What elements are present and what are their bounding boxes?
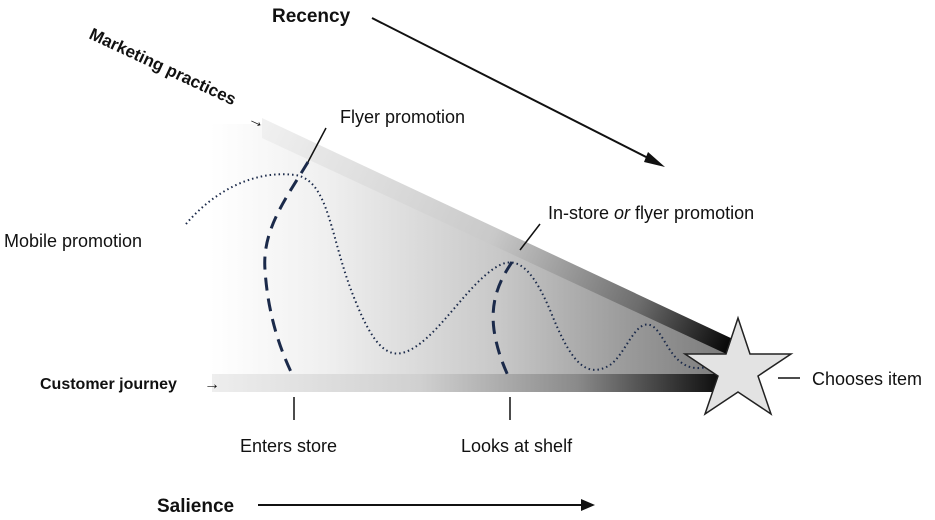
instore-suffix: flyer promotion	[630, 203, 754, 223]
salience-label: Salience	[157, 496, 234, 517]
wedge-mask	[200, 110, 262, 124]
customer-journey-label: Customer journey	[40, 376, 177, 393]
flyer-promotion-pointer	[307, 127, 327, 163]
chooses-item-label: Chooses item	[812, 369, 922, 389]
marketing-practices-label: Marketing practices	[86, 24, 239, 109]
salience-arrowhead	[581, 499, 595, 511]
enters-store-label: Enters store	[240, 436, 337, 456]
chooses-item-star	[682, 315, 794, 416]
instore-or-word: or	[614, 203, 631, 223]
flyer-promotion-label: Flyer promotion	[340, 107, 465, 127]
customer-journey-arrow-icon: →	[204, 376, 220, 393]
mobile-promotion-label: Mobile promotion	[4, 231, 142, 251]
recency-arrow-line	[371, 17, 653, 161]
instore-promotion-dashed-path	[491, 261, 514, 381]
recency-label: Recency	[272, 6, 351, 27]
instore-promotion-pointer	[519, 223, 541, 251]
flyer-promotion-dashed-path	[263, 161, 310, 379]
marketing-practices-band	[262, 118, 735, 358]
instore-prefix: In-store	[548, 203, 614, 223]
mobile-promotion-dotted-path	[185, 173, 721, 371]
marketing-practices-arrow-icon: →	[245, 108, 268, 132]
recency-arrowhead	[644, 152, 665, 167]
instore-or-flyer-promotion-label: In-store or flyer promotion	[548, 203, 754, 223]
customer-journey-band	[212, 374, 735, 392]
funnel-wedge	[210, 124, 735, 382]
looks-at-shelf-label: Looks at shelf	[461, 436, 573, 456]
